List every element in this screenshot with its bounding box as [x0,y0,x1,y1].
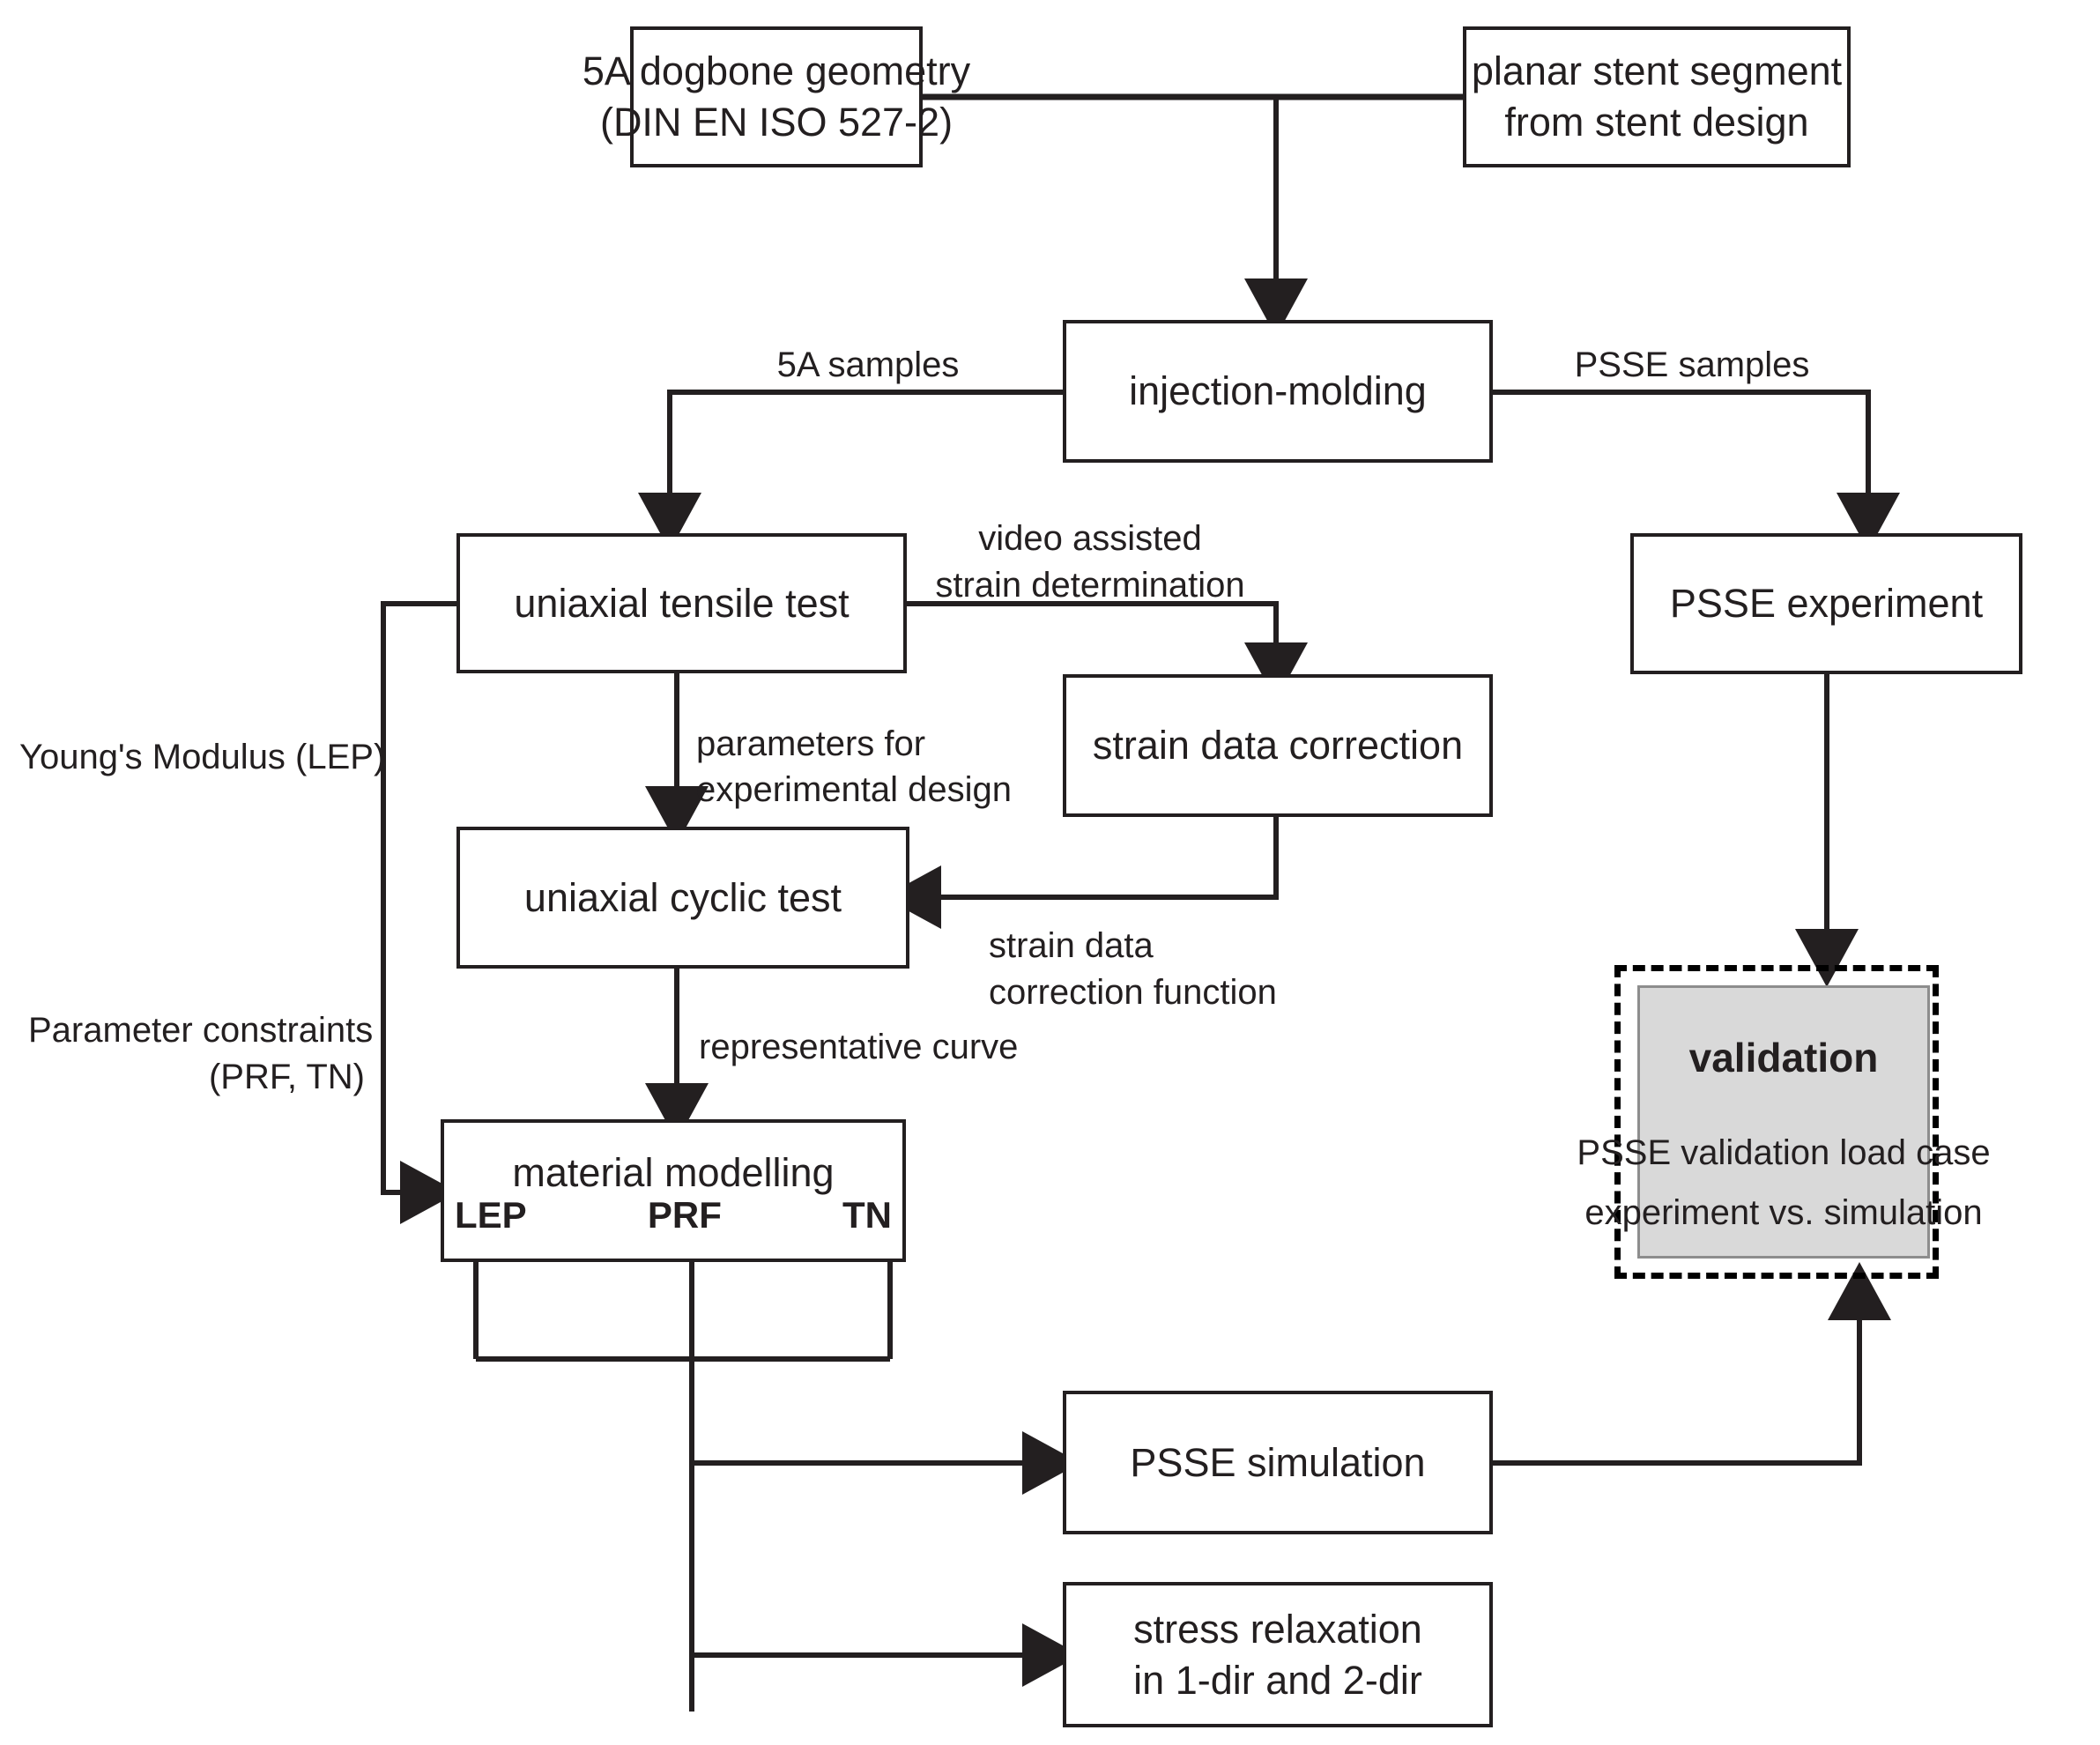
node-planar-stent-segment[interactable]: planar stent segment from stent design [1463,26,1851,167]
node-uniaxial-cyclic-test[interactable]: uniaxial cyclic test [456,827,909,969]
edge-label-video-assisted-line1: video assisted [978,519,1202,558]
node-psse-experiment-label: PSSE experiment [1669,581,1984,627]
edge-label-video-assisted-line2: strain determination [935,566,1245,605]
edge-label-5a-samples: 5A samples [776,345,960,384]
edge-injection-to-tensile [638,390,1063,551]
edge-feedback-to-material-modelling [381,601,458,1224]
node-stent-line2: from stent design [1504,100,1809,145]
node-stress-relaxation-line2: in 1-dir and 2-dir [1133,1657,1422,1703]
edge-injection-to-psse-experiment [1493,390,1900,551]
material-modelling-parameter-labels: LEP PRF TN [455,1194,892,1236]
node-material-modelling-label: material modelling [512,1150,835,1195]
node-cyclic-label: uniaxial cyclic test [523,874,842,920]
param-tn: TN [842,1194,892,1236]
node-stress-relaxation-line1: stress relaxation [1133,1606,1422,1652]
node-strain-correction-label: strain data correction [1092,723,1464,769]
node-tensile-label: uniaxial tensile test [514,580,850,626]
edge-strain-correction-to-cyclic [883,817,1279,929]
node-dogbone-geometry[interactable]: 5A dogbone geometry (DIN EN ISO 527-2) [583,26,970,167]
edge-label-parameter-constraints-line1: Parameter constraints [28,1011,374,1050]
edge-label-parameters-line1: parameters for [696,724,926,763]
node-uniaxial-tensile-test[interactable]: uniaxial tensile test [456,533,907,673]
edge-label-strain-function-line2: correction function [989,973,1277,1012]
node-psse-simulation[interactable]: PSSE simulation [1063,1391,1493,1534]
edge-label-parameters-line2: experimental design [696,770,1012,809]
node-stent-line1: planar stent segment [1471,48,1843,94]
node-dogbone-line1: 5A dogbone geometry [582,48,971,94]
edge-label-parameter-constraints-line2: (PRF, TN) [208,1058,365,1096]
validation-title: validation [1688,1035,1879,1080]
node-validation[interactable]: validation PSSE validation load case exp… [1577,985,1991,1259]
node-injection-molding[interactable]: injection-molding [1063,320,1493,463]
edge-tensile-to-strain-correction [907,601,1308,701]
edge-label-psse-samples: PSSE samples [1574,345,1810,384]
edge-label-youngs-modulus: Young's Modulus (LEP) [19,738,386,776]
node-injection-label: injection-molding [1129,368,1427,414]
node-psse-simulation-label: PSSE simulation [1130,1439,1426,1485]
validation-sub1: PSSE validation load case [1577,1133,1991,1172]
node-material-modelling[interactable]: material modelling [441,1119,906,1262]
node-strain-data-correction[interactable]: strain data correction [1063,674,1493,817]
validation-dashed-boundary [1614,965,1939,1279]
node-stress-relaxation[interactable]: stress relaxation in 1-dir and 2-dir [1063,1582,1493,1727]
validation-sub2: experiment vs. simulation [1584,1193,1983,1232]
param-prf: PRF [647,1194,722,1236]
node-dogbone-line2: (DIN EN ISO 527-2) [599,100,954,145]
edge-label-representative-curve: representative curve [699,1028,1019,1066]
node-psse-experiment[interactable]: PSSE experiment [1630,533,2022,674]
edge-simulation-to-validation [1493,1262,1891,1466]
param-lep: LEP [455,1194,527,1236]
edge-label-strain-function-line1: strain data [989,926,1154,965]
